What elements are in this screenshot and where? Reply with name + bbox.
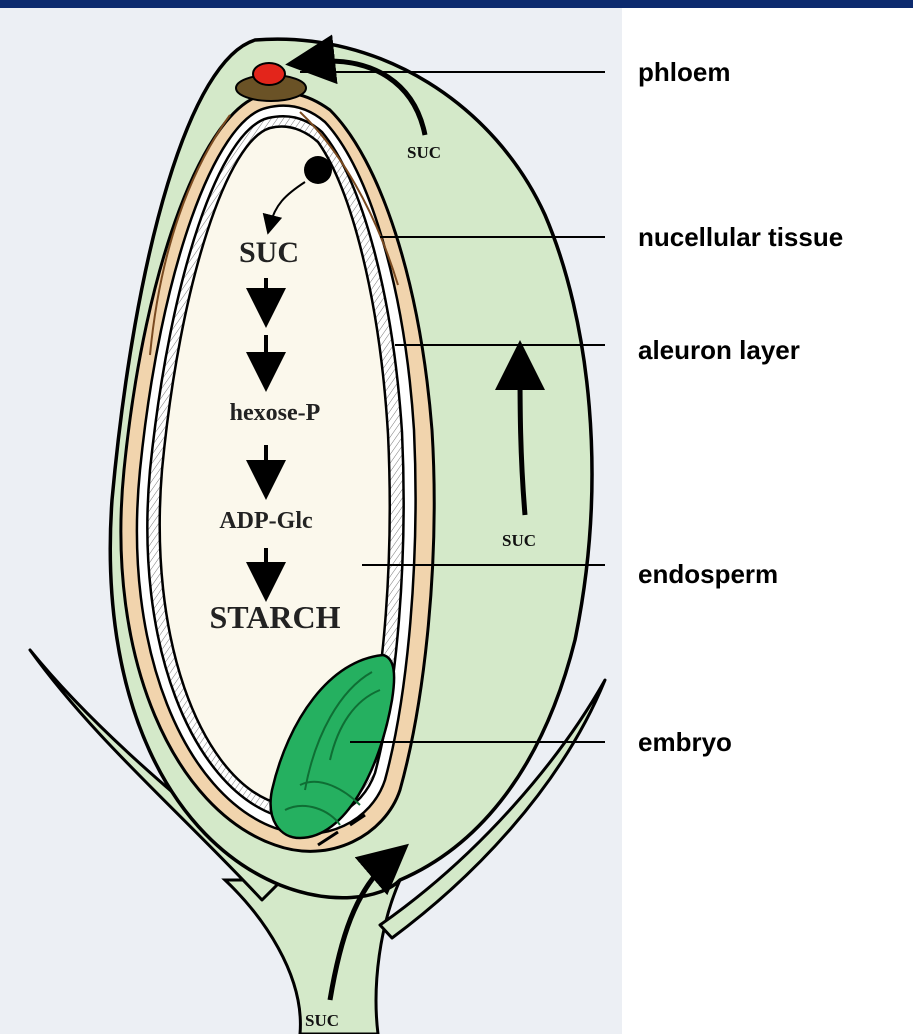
label-aleuron-layer: aleuron layer (638, 335, 800, 365)
suc-label-top: SUC (407, 143, 441, 162)
pathway-hexose-p: hexose-P (230, 400, 321, 426)
suc-label-right: SUC (502, 531, 536, 550)
pathway-adp-glc: ADP-Glc (219, 508, 313, 534)
suc-label-bottom: SUC (305, 1011, 339, 1030)
label-nucellular-tissue: nucellular tissue (638, 222, 843, 252)
label-embryo: embryo (638, 727, 732, 757)
transporter-dot (304, 156, 332, 184)
pathway-suc: SUC (239, 236, 299, 269)
pathway-starch: STARCH (210, 599, 341, 635)
label-phloem: phloem (638, 57, 730, 87)
label-endosperm: endosperm (638, 559, 778, 589)
